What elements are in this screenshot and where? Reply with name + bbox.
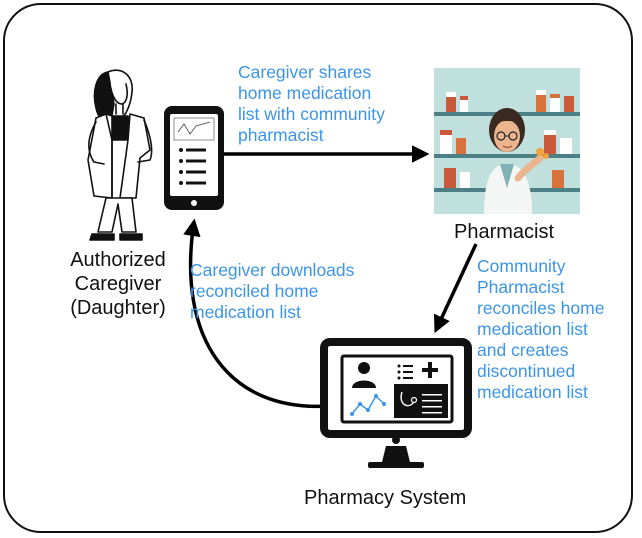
annotation-line: medication list	[477, 319, 588, 339]
caregiver-figure	[87, 69, 153, 241]
pharmacist-label: Pharmacist	[454, 221, 555, 243]
annotation-line: Pharmacist	[477, 277, 565, 297]
annotation-line: home medication	[238, 83, 372, 103]
annotation-line: Community	[477, 256, 566, 276]
annotation-line: and creates	[477, 340, 569, 360]
monitor-icon	[320, 338, 472, 468]
pharmacy-system-label: Pharmacy System	[304, 487, 467, 509]
reconcile-arrow	[433, 243, 478, 334]
share-annotation: Caregiver shares home medication list wi…	[238, 62, 385, 146]
phone-icon	[164, 106, 224, 210]
annotation-line: Caregiver shares	[238, 62, 372, 82]
annotation-line: pharmacist	[238, 125, 324, 145]
caregiver-label-line: (Daughter)	[70, 297, 166, 319]
annotation-line: medication list	[477, 382, 588, 402]
annotation-line: list with community	[238, 104, 385, 124]
reconcile-annotation: Community Pharmacist reconciles home med…	[477, 256, 604, 403]
annotation-line: Caregiver downloads	[190, 260, 355, 280]
diagram-frame	[3, 3, 633, 533]
caregiver-label-line: Caregiver	[74, 273, 162, 295]
annotation-line: reconciles home	[477, 298, 605, 318]
download-arrow	[183, 218, 329, 409]
pharmacist-illustration	[434, 68, 580, 214]
annotation-line: discontinued	[477, 361, 576, 381]
annotation-line: medication list	[190, 302, 301, 322]
caregiver-label: Authorized Caregiver (Daughter)	[54, 248, 182, 320]
download-annotation: Caregiver downloads reconciled home medi…	[190, 260, 354, 323]
pharmacist-figure	[434, 68, 580, 214]
annotation-line: reconciled home	[190, 281, 319, 301]
caregiver-label-line: Authorized	[70, 249, 166, 271]
